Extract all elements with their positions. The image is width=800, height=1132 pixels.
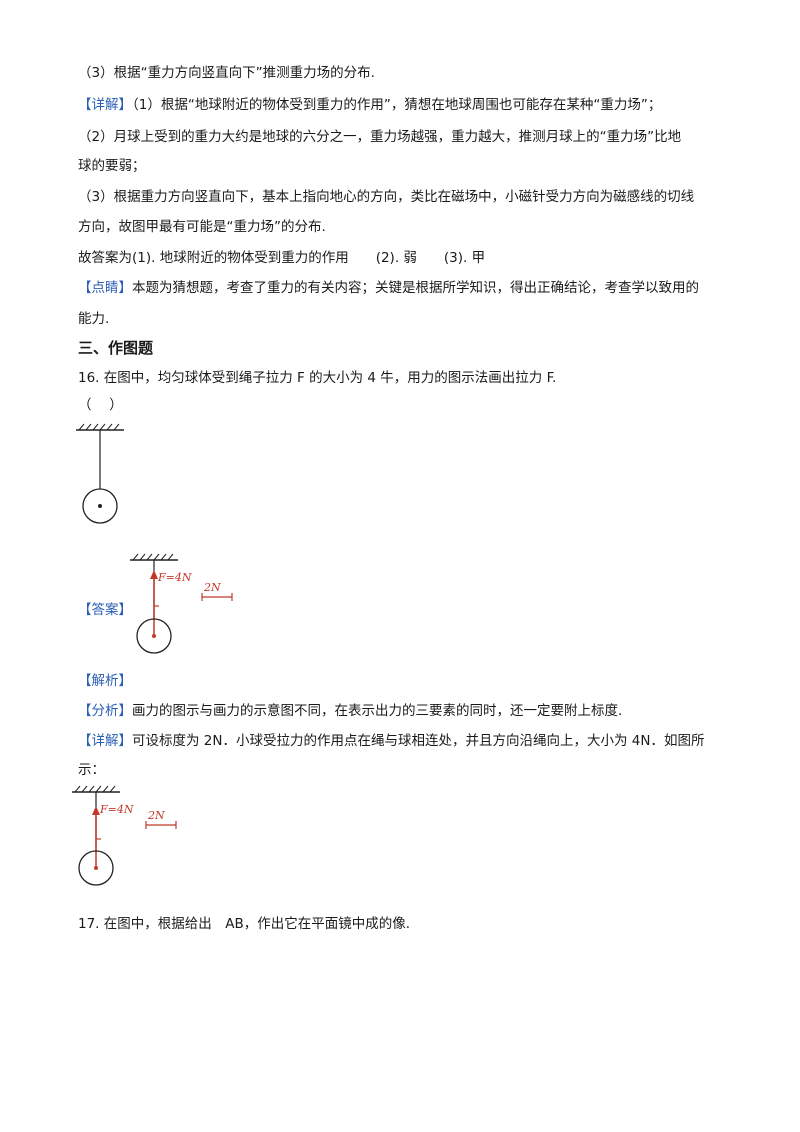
text-line: （2）月球上受到的重力大约是地球的六分之一，重力场越强，重力越大，推测月球上的“… (78, 129, 682, 145)
ball (136, 618, 172, 654)
solution-diagram: F=4N 2N (72, 785, 177, 886)
ball (78, 850, 114, 886)
question-16: 16. 在图中，均匀球体受到绳子拉力 F 的大小为 4 牛，用力的图示法画出拉力… (78, 370, 557, 386)
answer-summary: 故答案为(1). 地球附近的物体受到重力的作用 (2). 弱 (3). 甲 (78, 250, 486, 266)
detail-text: （1）根据“地球附近的物体受到重力的作用”，猜想在地球周围也可能存在某种“重力场… (132, 97, 662, 113)
comment-text: 本题为猜想题，考查了重力的有关内容；关键是根据所学知识，得出正确结论，考查学以致… (132, 280, 699, 296)
answer-diagram: F=4N 2N (130, 553, 233, 654)
fenxi-tag: 【分析】 (78, 703, 132, 719)
text-line: （3）根据“重力方向竖直向下”推测重力场的分布. (78, 65, 375, 81)
question-16-blank: （ ） (78, 397, 123, 413)
ceiling-hatch (74, 785, 116, 793)
ball-center (152, 634, 156, 638)
force-label: F=4N (157, 571, 192, 584)
analysis-tag: 【解析】 (78, 673, 132, 689)
force-arrowhead (150, 570, 158, 579)
detail-tag: 【详解】 (78, 97, 132, 113)
scale-label: 2N (203, 581, 221, 594)
force-arrowhead (92, 806, 100, 815)
ceiling-hatch (132, 553, 174, 561)
detail-line: 【详解】（1）根据“地球附近的物体受到重力的作用”，猜想在地球周围也可能存在某种… (78, 96, 661, 114)
ball-center (94, 866, 98, 870)
text-line: 能力. (78, 311, 110, 327)
force-label: F=4N (99, 803, 134, 816)
scale-bar (145, 821, 177, 829)
answer-tag: 【答案】 (78, 602, 132, 618)
text-line: 球的要弱； (78, 158, 146, 174)
fenxi-line: 【分析】画力的图示与画力的示意图不同，在表示出力的三要素的同时，还一定要附上标度… (78, 702, 622, 720)
scale-label: 2N (147, 809, 165, 822)
question-17: 17. 在图中，根据给出 AB，作出它在平面镜中成的像. (78, 916, 411, 932)
fenxi-text: 画力的图示与画力的示意图不同，在表示出力的三要素的同时，还一定要附上标度. (132, 703, 623, 719)
xiangjie-text: 可设标度为 2N．小球受拉力的作用点在绳与球相连处，并且方向沿绳向上，大小为 4… (132, 733, 705, 749)
scale-bar (201, 593, 233, 601)
text-line: 示： (78, 762, 105, 778)
text-line: 方向，故图甲最有可能是“重力场”的分布. (78, 219, 326, 235)
comment-tag: 【点睛】 (78, 280, 132, 296)
comment-line: 【点睛】本题为猜想题，考查了重力的有关内容；关键是根据所学知识，得出正确结论，考… (78, 279, 699, 297)
ball (82, 488, 118, 524)
ceiling-hatch (78, 423, 120, 431)
text-line: （3）根据重力方向竖直向下，基本上指向地心的方向，类比在磁场中，小磁针受力方向为… (78, 189, 695, 205)
xiangjie-line: 【详解】可设标度为 2N．小球受拉力的作用点在绳与球相连处，并且方向沿绳向上，大… (78, 732, 704, 750)
ball-center (98, 504, 102, 508)
question-diagram (76, 423, 124, 524)
xiangjie-tag: 【详解】 (78, 733, 132, 749)
section-title: 三、作图题 (78, 339, 154, 357)
